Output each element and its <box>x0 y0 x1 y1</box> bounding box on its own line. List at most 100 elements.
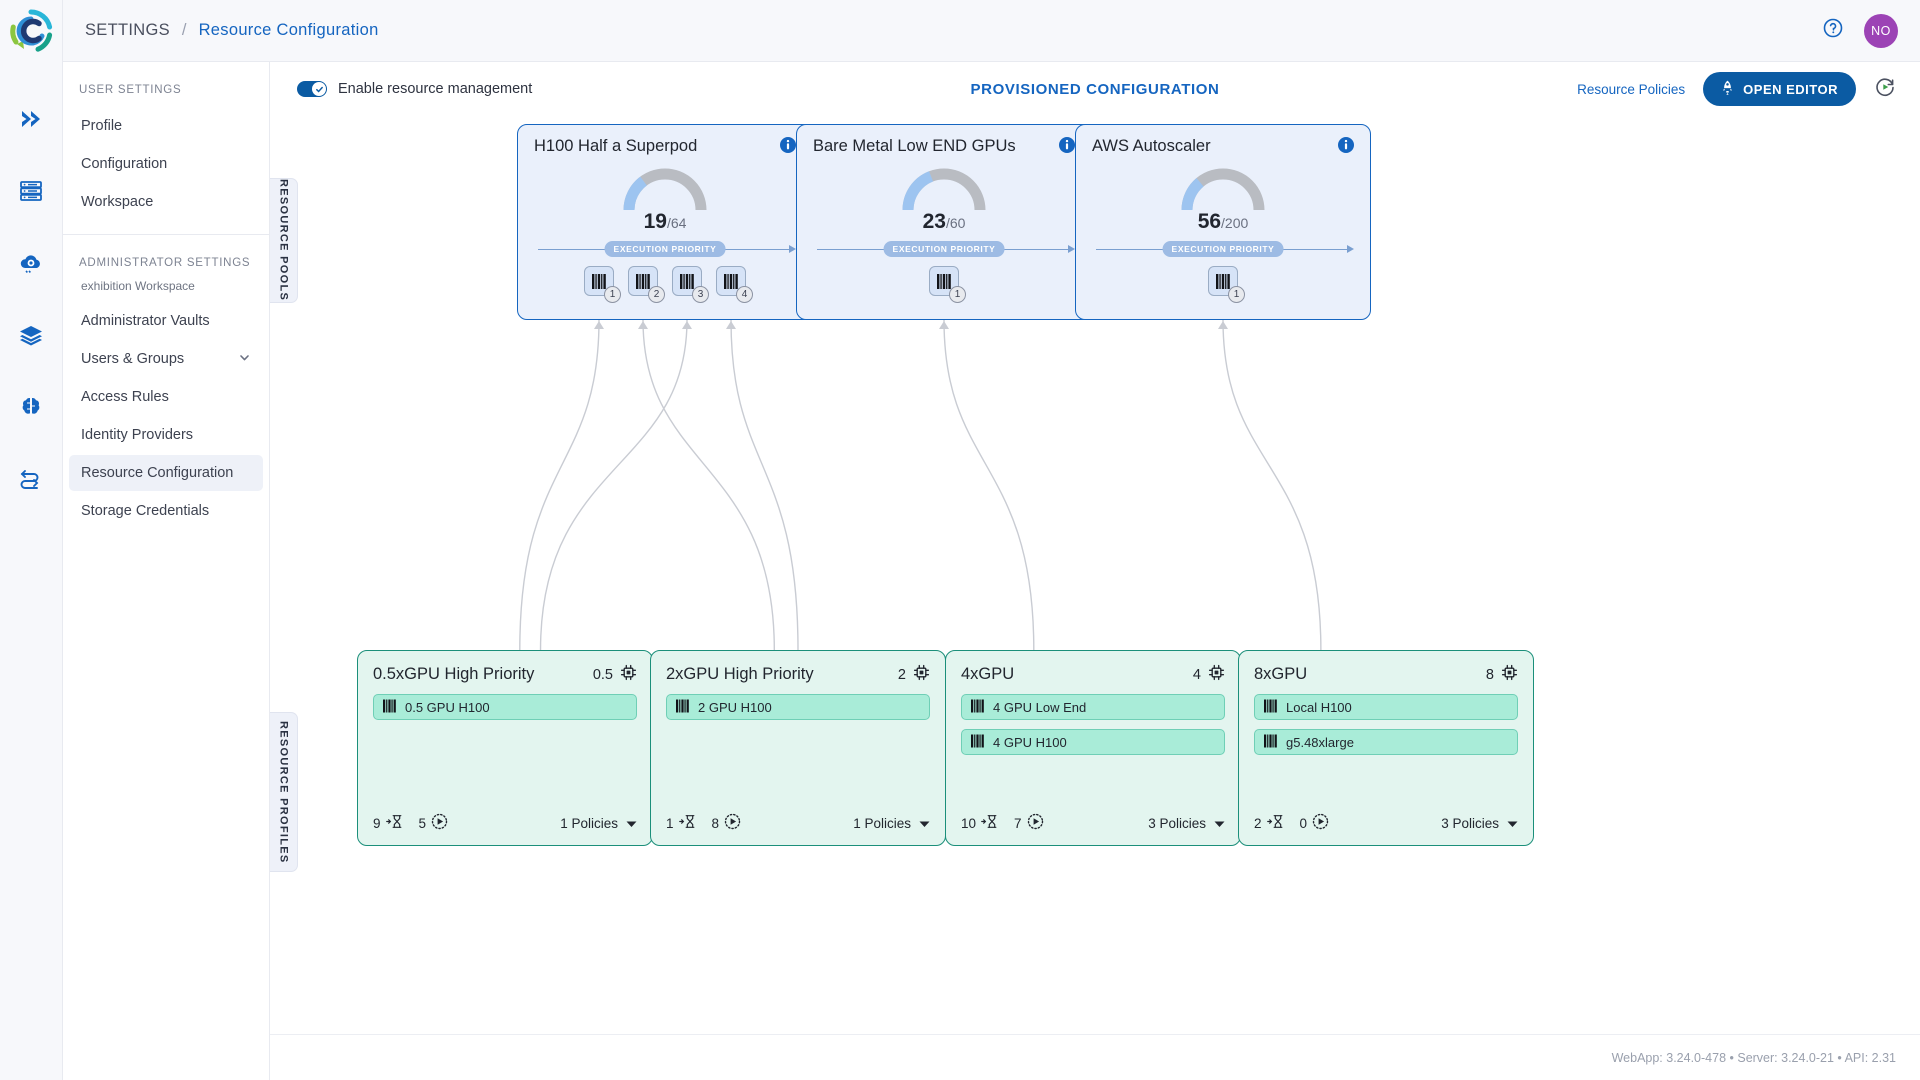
pool-node-chip[interactable]: 4 <box>716 266 753 303</box>
profile-gpu-count-value: 4 <box>1192 666 1201 683</box>
version-text: WebApp: 3.24.0-478 • Server: 3.24.0-21 •… <box>1611 1050 1896 1065</box>
info-icon[interactable] <box>1059 137 1075 158</box>
toggle-switch[interactable] <box>297 81 327 97</box>
profile-card-footer: 2 0 3 Policies <box>1254 813 1518 833</box>
toggle-label: Enable resource management <box>338 81 533 97</box>
capacity-gauge: 19/64 <box>534 164 796 236</box>
sidebar-item-label: Storage Credentials <box>81 503 210 519</box>
chevron-down-icon[interactable] <box>238 351 251 368</box>
resource-policies-link[interactable]: Resource Policies <box>1577 81 1686 97</box>
sidebar-item-label: Profile <box>81 118 123 134</box>
pool-node-chip[interactable]: 1 <box>929 266 966 303</box>
gauge-capacity: /200 <box>1221 215 1249 231</box>
policies-dropdown[interactable]: 3 Policies <box>1148 816 1225 831</box>
barcode-node-icon <box>676 699 689 716</box>
breadcrumb: SETTINGS / Resource Configuration <box>85 21 379 40</box>
profile-gpu-count-value: 8 <box>1485 666 1494 683</box>
ai-models-icon[interactable] <box>11 387 51 427</box>
sidebar-item-users-groups[interactable]: Users & Groups <box>69 341 263 377</box>
sidebar-item-resource-configuration[interactable]: Resource Configuration <box>69 455 263 491</box>
resource-profiles-section-tab[interactable]: RESOURCE PROFILES <box>270 712 298 872</box>
execution-priority-axis: EXECUTION PRIORITY <box>1092 240 1354 260</box>
profile-resource-item[interactable]: Local H100 <box>1254 694 1518 720</box>
profile-title: 2xGPU High Priority <box>666 665 814 683</box>
cpu-chip-icon <box>620 664 637 685</box>
sidebar-item-identity-providers[interactable]: Identity Providers <box>69 417 263 453</box>
sidebar-item-storage-credentials[interactable]: Storage Credentials <box>69 493 263 529</box>
nav-divider <box>63 234 269 235</box>
concentric-c-logo[interactable] <box>8 8 54 59</box>
profile-resource-item[interactable]: 2 GPU H100 <box>666 694 930 720</box>
canvas-toolbar: Enable resource management PROVISIONED C… <box>270 62 1920 116</box>
play-dotted-icon <box>1027 813 1044 833</box>
top-bar: SETTINGS / Resource Configuration NO <box>63 0 1920 62</box>
profile-gpu-count-value: 2 <box>897 666 906 683</box>
policies-dropdown[interactable]: 3 Policies <box>1441 816 1518 831</box>
question-circle-icon[interactable] <box>1822 17 1844 44</box>
profile-resource-item[interactable]: 0.5 GPU H100 <box>373 694 637 720</box>
profile-gpu-count: 4 <box>1193 664 1225 685</box>
caret-down-icon <box>626 816 637 831</box>
resource-pool-card[interactable]: AWS Autoscaler 56/200 EXECUTION PRIORITY… <box>1075 124 1371 320</box>
resource-profile-card[interactable]: 4xGPU 4 4 GPU Low End 4 GPU H100 10 <box>945 650 1241 846</box>
profile-card-footer: 10 7 3 Policies <box>961 813 1225 833</box>
connector-line <box>730 319 799 651</box>
profile-card-header: 2xGPU High Priority 2 <box>666 664 930 685</box>
pool-card-header: H100 Half a Superpod <box>534 137 796 158</box>
resource-profile-card[interactable]: 8xGPU 8 Local H100 g5.48xlarge 2 <box>1238 650 1534 846</box>
execution-priority-label: EXECUTION PRIORITY <box>604 241 726 257</box>
connector-line <box>519 319 600 651</box>
resource-profile-card[interactable]: 2xGPU High Priority 2 2 GPU H100 1 <box>650 650 946 846</box>
avatar[interactable]: NO <box>1864 13 1898 48</box>
pending-count: 9 <box>373 815 381 831</box>
sidebar-item-configuration[interactable]: Configuration <box>69 146 263 182</box>
barcode-node-icon <box>1264 699 1277 716</box>
sidebar-item-workspace[interactable]: Workspace <box>69 184 263 220</box>
policies-dropdown[interactable]: 1 Policies <box>560 816 637 831</box>
sidebar-item-label: Administrator Vaults <box>81 313 210 329</box>
enable-resource-management-toggle[interactable]: Enable resource management <box>297 81 532 97</box>
profile-resource-item[interactable]: 4 GPU Low End <box>961 694 1225 720</box>
priority-axis-arrow-icon <box>789 244 796 253</box>
node-priority-badge: 1 <box>949 286 966 303</box>
open-editor-button[interactable]: OPEN EDITOR <box>1703 72 1856 106</box>
info-icon[interactable] <box>1338 137 1354 158</box>
pool-node-chip[interactable]: 1 <box>584 266 621 303</box>
breadcrumb-root[interactable]: SETTINGS <box>85 21 170 39</box>
topbar-actions: NO <box>1822 13 1898 48</box>
refresh-play-icon[interactable] <box>1874 76 1896 103</box>
sidebar-item-administrator-vaults[interactable]: Administrator Vaults <box>69 303 263 339</box>
workloads-icon[interactable] <box>11 99 51 139</box>
layers-icon[interactable] <box>11 315 51 355</box>
pool-node-chip[interactable]: 1 <box>1208 266 1245 303</box>
info-icon[interactable] <box>780 137 796 158</box>
profile-card-header: 0.5xGPU High Priority 0.5 <box>373 664 637 685</box>
resource-pool-card[interactable]: H100 Half a Superpod 19/64 EXECUTION PRI… <box>517 124 813 320</box>
pending-count: 1 <box>666 815 674 831</box>
resource-pools-section-tab[interactable]: RESOURCE POOLS <box>270 178 298 303</box>
connector-arrow-icon <box>939 321 949 329</box>
profile-gpu-count: 8 <box>1486 664 1518 685</box>
cloud-settings-icon[interactable] <box>11 243 51 283</box>
profile-resource-item[interactable]: g5.48xlarge <box>1254 729 1518 755</box>
profile-resource-item[interactable]: 4 GPU H100 <box>961 729 1225 755</box>
servers-icon[interactable] <box>11 171 51 211</box>
execution-priority-label: EXECUTION PRIORITY <box>1162 241 1284 257</box>
sidebar-item-access-rules[interactable]: Access Rules <box>69 379 263 415</box>
node-priority-badge: 1 <box>604 286 621 303</box>
profile-resource-label: 2 GPU H100 <box>698 699 772 715</box>
pipelines-icon[interactable] <box>11 459 51 499</box>
pending-workloads-stat: 2 <box>1254 813 1284 833</box>
gauge-used: 23 <box>922 210 946 233</box>
pool-node-chip[interactable]: 2 <box>628 266 665 303</box>
policies-dropdown[interactable]: 1 Policies <box>853 816 930 831</box>
breadcrumb-current[interactable]: Resource Configuration <box>198 21 379 39</box>
resource-profile-card[interactable]: 0.5xGPU High Priority 0.5 0.5 GPU H100 9 <box>357 650 653 846</box>
pool-node-chip[interactable]: 3 <box>672 266 709 303</box>
resource-pool-card[interactable]: Bare Metal Low END GPUs 23/60 EXECUTION … <box>796 124 1092 320</box>
running-count: 7 <box>1014 815 1022 831</box>
caret-down-icon <box>1214 816 1225 831</box>
sidebar-item-profile[interactable]: Profile <box>69 108 263 144</box>
play-dotted-icon <box>724 813 741 833</box>
